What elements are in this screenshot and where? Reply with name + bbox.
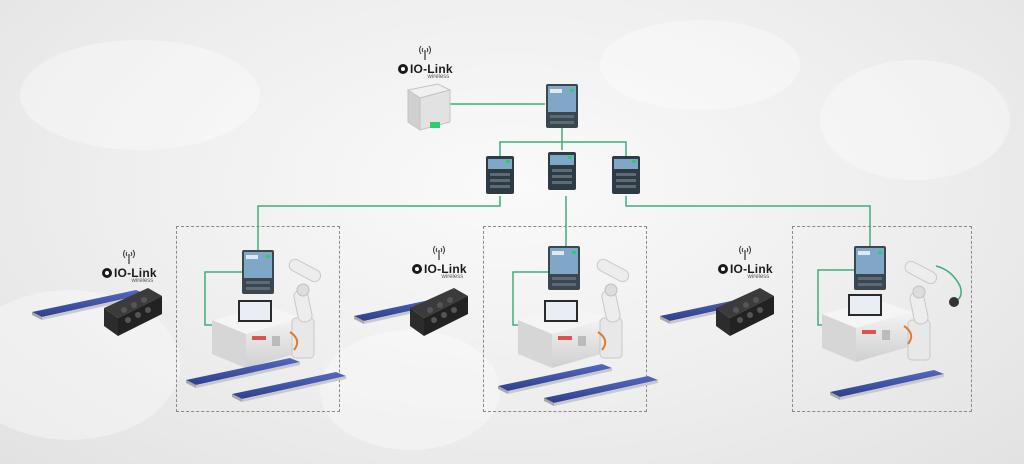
wireless-hub-2: [410, 288, 468, 336]
wireless-gateway: [406, 83, 452, 131]
background-bubble: [320, 330, 500, 450]
iolink-sub-text: wireless: [427, 74, 450, 80]
wireless-hub-3: [716, 288, 774, 336]
network-links: [204, 103, 871, 326]
iolink-label-center: IO-Link wireless: [412, 244, 467, 280]
link-to-station-3: [625, 196, 871, 248]
iolink-label-left: IO-Link wireless: [102, 248, 157, 284]
station-3-cable: [903, 325, 913, 345]
station-1-conveyor-b: [232, 372, 346, 402]
iolink-brand-text: IO-Link: [730, 262, 773, 276]
station-frame-2: [483, 226, 647, 412]
station-3-controller: [854, 246, 886, 290]
switch-module-left: [486, 156, 514, 194]
iolink-label-right: IO-Link wireless: [718, 244, 773, 280]
background-bubble: [20, 40, 260, 150]
iolink-logo-icon: [412, 264, 422, 274]
iolink-logo-icon: [102, 268, 112, 278]
station-3-gripper: [949, 297, 959, 307]
station-1-controller: [242, 250, 274, 294]
station-1-control-cabinet: [212, 300, 302, 368]
station-3-control-cabinet: [822, 294, 912, 362]
station-2-cable: [597, 331, 607, 351]
antenna-icon: [739, 245, 752, 260]
station-1-cable: [289, 331, 299, 351]
station-2-controller: [548, 246, 580, 290]
iolink-brand-text: IO-Link: [114, 266, 157, 280]
switch-module-center: [548, 152, 576, 190]
station-3-robot: [902, 258, 940, 361]
station-3-conveyor: [830, 370, 944, 400]
iolink-logo-icon: [718, 264, 728, 274]
link-switch-bus: [499, 141, 627, 162]
iolink-sub-text: wireless: [747, 274, 770, 280]
station-2-robot: [594, 256, 632, 359]
station-2-control-cabinet: [518, 300, 608, 368]
antenna-icon: [419, 45, 432, 60]
station-1-robot: [286, 256, 324, 359]
iolink-label-top: IO-Link wireless: [398, 44, 453, 80]
switch-module-right: [612, 156, 640, 194]
iolink-brand-text: IO-Link: [424, 262, 467, 276]
station-3-gripper-link: [935, 265, 962, 303]
station-frame-3: [792, 226, 972, 412]
iolink-logo-icon: [398, 64, 408, 74]
link-to-station-1: [257, 196, 501, 252]
antenna-icon: [123, 249, 136, 264]
iolink-sub-text: wireless: [441, 274, 464, 280]
background-bubble: [820, 60, 1010, 180]
master-controller: [546, 84, 578, 128]
background-bubble: [600, 20, 800, 110]
iolink-sub-text: wireless: [131, 278, 154, 284]
iolink-brand-text: IO-Link: [410, 62, 453, 76]
antenna-icon: [433, 245, 446, 260]
